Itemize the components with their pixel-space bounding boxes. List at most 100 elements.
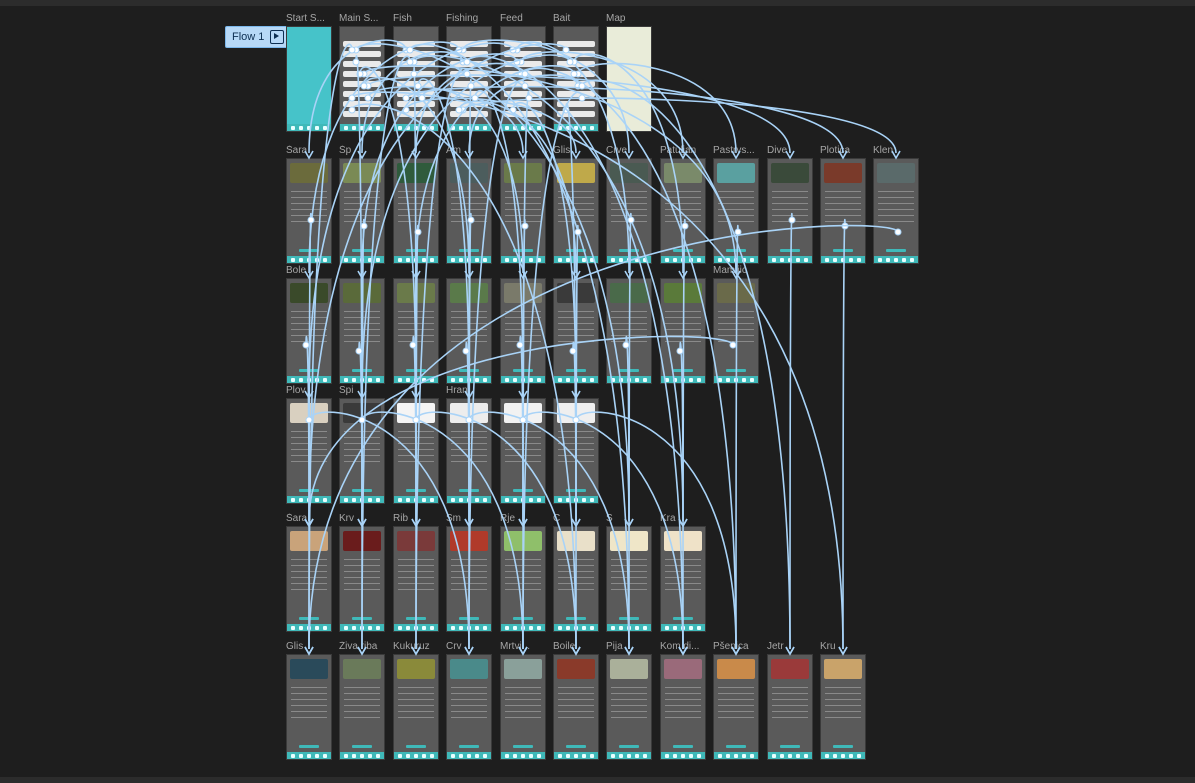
connection-handle[interactable]: [467, 216, 475, 224]
connection-line[interactable]: [575, 411, 737, 650]
frame-bait-screen[interactable]: [393, 654, 439, 760]
connection-handle[interactable]: [360, 82, 368, 90]
connection-handle[interactable]: [562, 46, 570, 54]
connection-line[interactable]: [581, 79, 791, 650]
connection-handle[interactable]: [455, 106, 463, 114]
connection-handle[interactable]: [418, 94, 426, 102]
connection-handle[interactable]: [352, 58, 360, 66]
connection-handle[interactable]: [566, 58, 574, 66]
connection-line[interactable]: [572, 341, 577, 522]
frame-bait-screen[interactable]: [767, 654, 813, 760]
connection-handle[interactable]: [471, 94, 479, 102]
connection-line[interactable]: [842, 218, 846, 650]
connection-line[interactable]: [308, 411, 470, 650]
frame-bait-screen[interactable]: [820, 654, 866, 760]
connection-line[interactable]: [474, 89, 524, 394]
connection-handle[interactable]: [410, 70, 418, 78]
connection-line[interactable]: [413, 55, 684, 522]
connection-handle[interactable]: [521, 222, 529, 230]
connection-line[interactable]: [351, 103, 577, 650]
connection-line[interactable]: [679, 341, 684, 522]
flow-start-tag[interactable]: Flow 1: [225, 26, 292, 48]
connection-line[interactable]: [417, 78, 470, 394]
connection-handle[interactable]: [516, 341, 524, 349]
connection-handle[interactable]: [355, 347, 363, 355]
connection-handle[interactable]: [894, 228, 902, 236]
connection-line[interactable]: [421, 88, 524, 274]
connection-handle[interactable]: [462, 347, 470, 355]
connection-line[interactable]: [519, 335, 524, 522]
connection-handle[interactable]: [570, 70, 578, 78]
connection-line[interactable]: [468, 79, 526, 650]
connection-handle[interactable]: [406, 46, 414, 54]
connection-line[interactable]: [359, 66, 417, 394]
connection-handle[interactable]: [305, 416, 313, 424]
frame-top-screen[interactable]: [553, 26, 599, 132]
connection-line[interactable]: [573, 53, 684, 274]
connection-handle[interactable]: [578, 94, 586, 102]
frame-bait-screen[interactable]: [339, 654, 385, 760]
connection-line[interactable]: [361, 53, 518, 274]
connection-line[interactable]: [466, 55, 684, 650]
frame-bait-screen[interactable]: [713, 654, 759, 760]
connection-line[interactable]: [462, 39, 630, 154]
connection-handle[interactable]: [412, 416, 420, 424]
connection-handle[interactable]: [463, 58, 471, 66]
connection-line[interactable]: [305, 335, 310, 522]
connection-line[interactable]: [361, 54, 571, 394]
connection-handle[interactable]: [402, 94, 410, 102]
connection-line[interactable]: [565, 102, 577, 522]
connection-line[interactable]: [735, 224, 739, 650]
connection-line[interactable]: [465, 341, 470, 522]
connection-handle[interactable]: [360, 222, 368, 230]
connection-handle[interactable]: [414, 228, 422, 236]
connection-line[interactable]: [361, 55, 411, 650]
connection-line[interactable]: [522, 91, 583, 650]
frame-top-screen[interactable]: [286, 26, 332, 132]
connection-handle[interactable]: [578, 82, 586, 90]
connection-handle[interactable]: [465, 416, 473, 424]
connection-line[interactable]: [524, 67, 737, 650]
connection-handle[interactable]: [681, 222, 689, 230]
connection-line[interactable]: [308, 41, 460, 274]
connection-handle[interactable]: [364, 94, 372, 102]
connection-handle[interactable]: [348, 46, 356, 54]
connection-line[interactable]: [308, 42, 514, 394]
frame-bait-screen[interactable]: [606, 654, 652, 760]
play-flow-icon[interactable]: [270, 30, 285, 44]
connection-handle[interactable]: [525, 94, 533, 102]
connection-line[interactable]: [308, 43, 567, 522]
connection-handle[interactable]: [414, 82, 422, 90]
frame-fish-screen[interactable]: [767, 158, 813, 264]
connection-line[interactable]: [351, 91, 844, 650]
connection-line[interactable]: [625, 335, 630, 522]
connection-handle[interactable]: [569, 347, 577, 355]
connection-line[interactable]: [520, 51, 684, 154]
connection-handle[interactable]: [521, 82, 529, 90]
connection-handle[interactable]: [406, 58, 414, 66]
connection-handle[interactable]: [348, 106, 356, 114]
connection-line[interactable]: [412, 335, 417, 522]
connection-line[interactable]: [415, 67, 468, 650]
frame-bait-screen[interactable]: [500, 654, 546, 760]
connection-handle[interactable]: [307, 216, 315, 224]
connection-line[interactable]: [409, 43, 630, 650]
frame-fish-screen[interactable]: [873, 158, 919, 264]
connection-handle[interactable]: [519, 416, 527, 424]
connection-line[interactable]: [308, 43, 353, 650]
connection-handle[interactable]: [627, 216, 635, 224]
connection-line[interactable]: [308, 224, 899, 650]
connection-handle[interactable]: [676, 347, 684, 355]
connection-handle[interactable]: [788, 216, 796, 224]
connection-line[interactable]: [358, 341, 363, 522]
connection-line[interactable]: [308, 335, 734, 522]
connection-line[interactable]: [415, 411, 577, 650]
connection-line[interactable]: [462, 97, 897, 154]
connection-handle[interactable]: [622, 341, 630, 349]
connection-line[interactable]: [355, 43, 630, 522]
connection-line[interactable]: [361, 51, 464, 154]
connection-line[interactable]: [363, 65, 737, 274]
connection-line[interactable]: [468, 411, 630, 650]
frame-bait-screen[interactable]: [286, 654, 332, 760]
